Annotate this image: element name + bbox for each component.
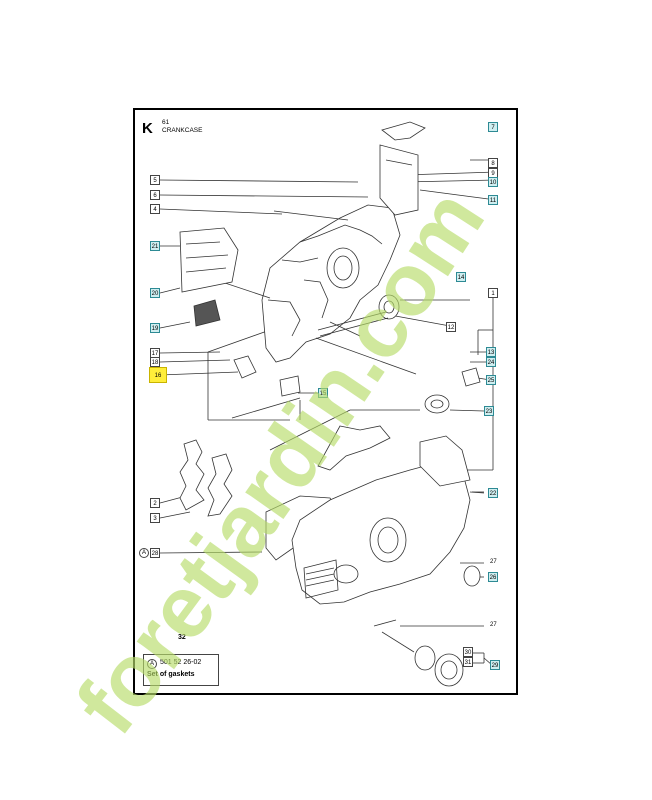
watermark-text: foretjardin.com	[57, 172, 503, 752]
callout-26[interactable]: 26	[488, 572, 498, 582]
callout-8[interactable]: 8	[488, 158, 498, 168]
callout-11[interactable]: 11	[488, 195, 498, 205]
callout-6[interactable]: 6	[150, 190, 160, 200]
callout-7[interactable]: 7	[488, 122, 498, 132]
callout-27-lower: 27	[490, 622, 497, 628]
callout-18[interactable]: 18	[150, 357, 160, 367]
callout-23[interactable]: 23	[484, 406, 494, 416]
callout-1[interactable]: 1	[488, 288, 498, 298]
gasket-kit-marker: A	[147, 659, 157, 669]
callout-24[interactable]: 24	[486, 357, 496, 367]
callout-22[interactable]: 22	[488, 488, 498, 498]
callout-2[interactable]: 2	[150, 498, 160, 508]
callout-19[interactable]: 19	[150, 323, 160, 333]
section-number: 61	[162, 119, 170, 126]
callout-30[interactable]: 30	[463, 647, 473, 657]
callout-16-highlighted[interactable]: 16	[149, 367, 167, 383]
callout-10[interactable]: 10	[488, 177, 498, 187]
callout-25[interactable]: 25	[486, 375, 496, 385]
callout-27-upper: 27	[490, 559, 497, 565]
callout-21[interactable]: 21	[150, 241, 160, 251]
section-letter: K	[142, 120, 153, 137]
callout-28[interactable]: 28	[150, 548, 160, 558]
callout-13[interactable]: 13	[486, 347, 496, 357]
gasket-kit-box[interactable]: A 501 52 26-02 Set of gaskets	[143, 654, 219, 686]
gasket-kit-number: 32	[178, 634, 186, 641]
callout-31[interactable]: 31	[463, 657, 473, 667]
gasket-marker-a: A	[139, 548, 149, 558]
callout-5[interactable]: 5	[150, 175, 160, 185]
callout-15[interactable]: 15	[318, 388, 328, 398]
section-title: CRANKCASE	[162, 127, 203, 134]
callout-20[interactable]: 20	[150, 288, 160, 298]
callout-12[interactable]: 12	[446, 322, 456, 332]
gasket-kit-description: Set of gaskets	[147, 671, 195, 678]
callout-29[interactable]: 29	[490, 660, 500, 670]
callout-3[interactable]: 3	[150, 513, 160, 523]
callout-14[interactable]: 14	[456, 272, 466, 282]
callout-4[interactable]: 4	[150, 204, 160, 214]
gasket-kit-part-number: 501 52 26-02	[160, 659, 202, 666]
